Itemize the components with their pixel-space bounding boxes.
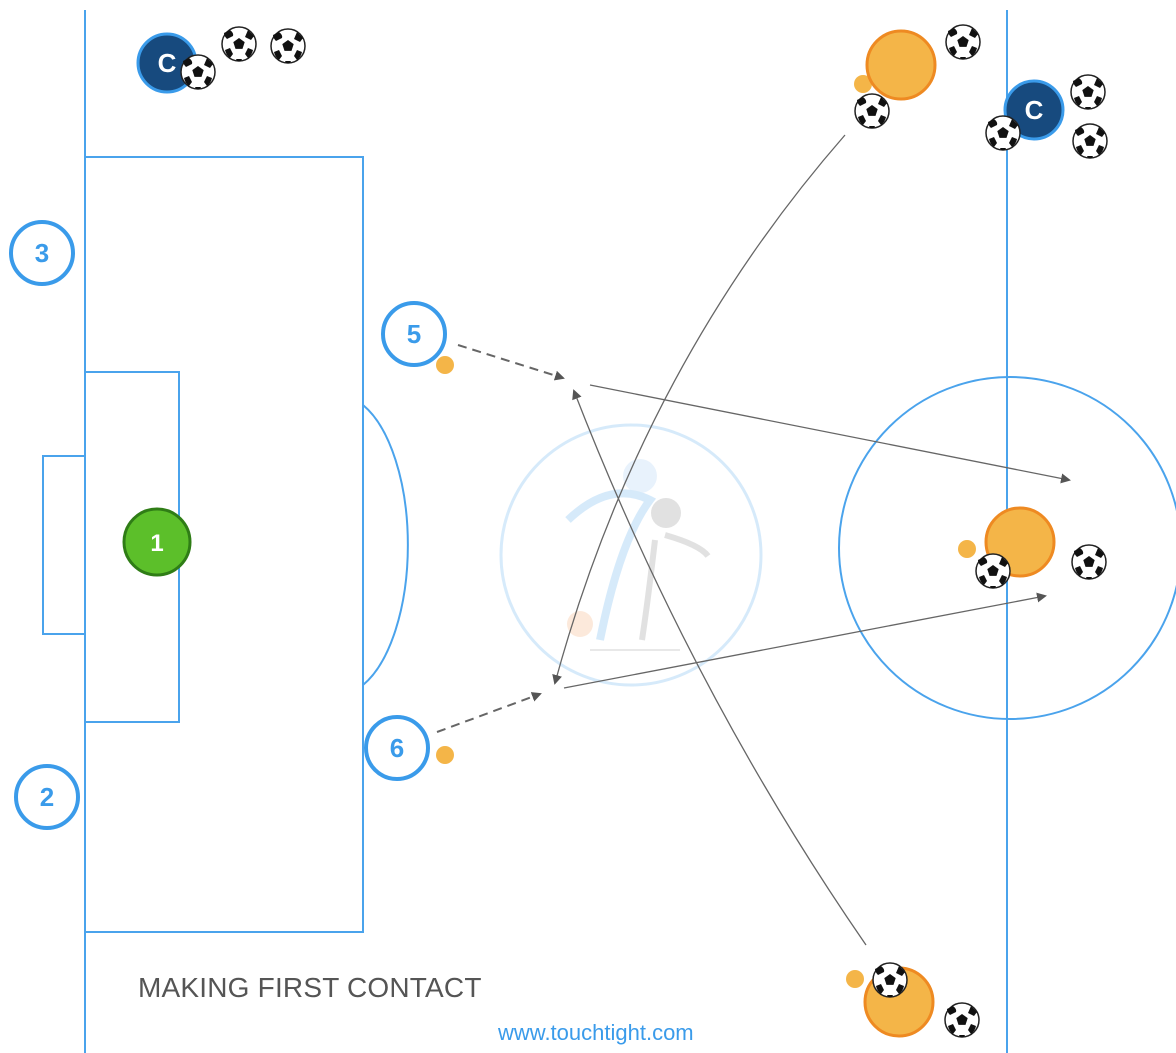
soccer-ball-icon — [975, 553, 1011, 589]
goal — [42, 455, 86, 635]
player-6: 6 — [364, 715, 430, 781]
website-link[interactable]: www.touchtight.com — [498, 1020, 694, 1045]
soccer-ball-icon — [944, 1002, 980, 1038]
drill-title: MAKING FIRST CONTACT — [138, 972, 482, 1003]
center-circle — [838, 376, 1176, 720]
player-3: 3 — [9, 220, 75, 286]
soccer-ball-icon — [1071, 544, 1107, 580]
soccer-ball-icon — [1072, 123, 1108, 159]
touchtight-logo — [499, 423, 763, 687]
cone-icon — [436, 746, 454, 764]
cone-icon — [854, 75, 872, 93]
cone-icon — [436, 356, 454, 374]
movement-arrows — [436, 134, 1071, 946]
penalty-arc — [362, 404, 409, 686]
coach-icon: C — [1003, 79, 1065, 141]
svg-text:6: 6 — [390, 733, 404, 763]
soccer-ball-icon — [270, 28, 306, 64]
soccer-balls — [180, 24, 1108, 1038]
pass-arrow-top — [589, 384, 1071, 484]
player-2: 2 — [14, 764, 80, 830]
svg-text:C: C — [1025, 95, 1044, 125]
dashed-run-6 — [436, 692, 542, 733]
player-5: 5 — [381, 301, 447, 367]
cones — [436, 75, 976, 988]
soccer-ball-icon — [985, 115, 1021, 151]
cone-icon — [958, 540, 976, 558]
soccer-ball-icon — [1070, 74, 1106, 110]
curved-run-bottom — [572, 389, 867, 946]
soccer-ball-icon — [854, 93, 890, 129]
cone-icon — [846, 970, 864, 988]
dashed-run-5 — [457, 344, 565, 381]
svg-text:2: 2 — [40, 782, 54, 812]
svg-text:5: 5 — [407, 319, 421, 349]
pass-arrow-bottom — [563, 592, 1047, 689]
soccer-ball-icon — [945, 24, 981, 60]
curved-run-top — [552, 134, 846, 685]
soccer-ball-icon — [872, 962, 908, 998]
server-top — [865, 29, 937, 101]
svg-text:3: 3 — [35, 238, 49, 268]
svg-text:1: 1 — [150, 530, 163, 557]
goalkeeper-1: 1 — [122, 507, 192, 577]
soccer-ball-icon — [221, 26, 257, 62]
svg-text:C: C — [158, 48, 177, 78]
soccer-ball-icon — [180, 54, 216, 90]
